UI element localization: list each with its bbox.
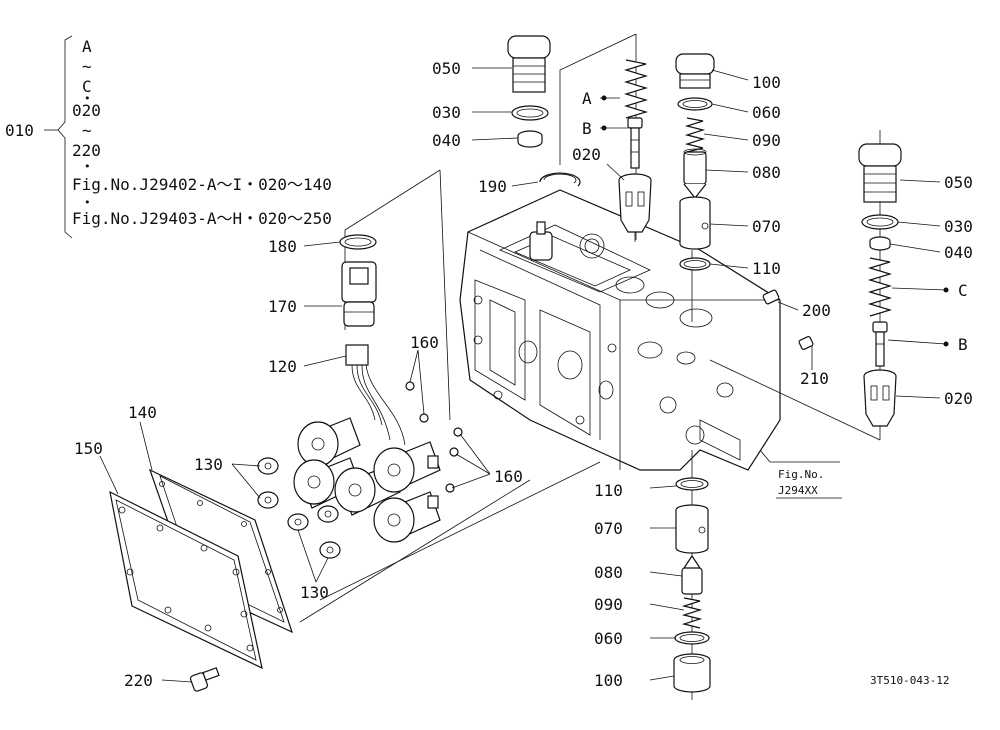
label-B-upper: B [582,119,592,138]
label-060-lower: 060 [594,629,623,648]
connector-170 [341,261,377,327]
plug-200 [762,289,780,305]
group-ref-1: Fig.No.J29402-A～I・020～140 [72,175,332,194]
group-dot-1: • [84,92,91,105]
label-030-upper: 030 [432,103,461,122]
o-ring-110-lower [675,477,709,491]
solenoid-4 [373,441,441,493]
label-130-upper: 130 [194,455,223,474]
label-B-right: B [958,335,968,354]
label-150: 150 [74,439,103,458]
disc-040-right [869,236,891,251]
o-ring-110-upper [679,257,711,271]
plug-210 [798,335,814,351]
spring-C-right [867,257,893,317]
label-170: 170 [268,297,297,316]
spring-090-lower [681,597,703,629]
label-020-right: 020 [944,389,973,408]
group-ref-2: Fig.No.J29403-A～H・020～250 [72,209,332,228]
label-100-lower: 100 [594,671,623,690]
label-090-upper: 090 [752,131,781,150]
group-dot-2: • [84,160,91,173]
label-090-lower: 090 [594,595,623,614]
washers-130 [257,457,341,559]
label-070-upper: 070 [752,217,781,236]
fig-ref-line-2: J294XX [778,484,818,497]
label-100-upper: 100 [752,73,781,92]
cover-plate-150 [109,490,263,670]
solenoid-5 [373,491,441,543]
label-040-upper: 040 [432,131,461,150]
label-140: 140 [128,403,157,422]
group-bracket [44,35,73,239]
label-C-right: C [958,281,968,300]
label-120: 120 [268,357,297,376]
label-110-upper: 110 [752,259,781,278]
group-range-top: A [82,37,92,56]
snap-ring-190 [539,172,581,187]
poppet-080-lower [681,554,703,595]
valve-020-upper [618,173,652,242]
group-range-start: 020 [72,101,101,120]
spring-090-upper [684,117,706,153]
valve-020-right [863,369,897,427]
sleeve-070-lower [675,504,709,554]
nuts-160 [405,381,463,493]
group-dot-3: • [84,196,91,209]
label-110-lower: 110 [594,481,623,500]
plug-100-lower [673,653,711,693]
bolt-220 [189,667,220,692]
group-tilde-2: ~ [82,121,92,140]
group-range-mid: C [82,77,92,96]
spring-A-upper [623,59,649,119]
label-020-upper: 020 [572,145,601,164]
label-leaders [99,67,949,683]
label-220: 220 [124,671,153,690]
label-080-lower: 080 [594,563,623,582]
label-050-upper: 050 [432,59,461,78]
group-range-end: 220 [72,141,101,160]
label-030-right: 030 [944,217,973,236]
valve-body-housing [459,189,781,471]
drawing-code: 3T510-043-12 [870,674,949,687]
solenoid-coils [293,417,441,543]
disc-040-upper [517,130,543,148]
group-tilde-1: ~ [82,57,92,76]
plug-050-right [858,143,902,203]
plug-100-upper [675,53,715,89]
label-050-right: 050 [944,173,973,192]
label-060-upper: 060 [752,103,781,122]
harness-120 [345,344,406,446]
spool-B-upper [627,117,643,169]
label-160-upper: 160 [410,333,439,352]
label-080-upper: 080 [752,163,781,182]
label-040-right: 040 [944,243,973,262]
label-070-lower: 070 [594,519,623,538]
fig-ref-line-1: Fig.No. [778,468,824,481]
label-130-lower: 130 [300,583,329,602]
o-ring-030-upper [511,105,549,121]
label-180: 180 [268,237,297,256]
label-010: 010 [5,121,34,140]
poppet-080-upper [683,148,707,199]
plug-050-upper [507,35,551,93]
label-200: 200 [802,301,831,320]
sleeve-070-upper [679,196,711,250]
label-160-lower: 160 [494,467,523,486]
label-210: 210 [800,369,829,388]
spool-B-right [872,321,888,367]
label-190: 190 [478,177,507,196]
label-A-upper: A [582,89,592,108]
